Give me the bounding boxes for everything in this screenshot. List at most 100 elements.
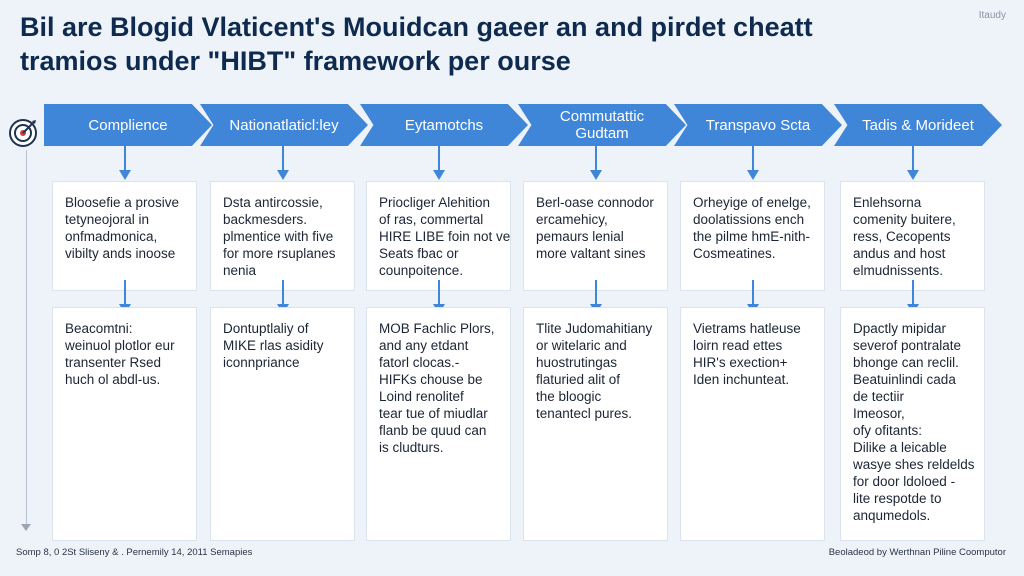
card-text-line: bhonge can reclil. (853, 355, 959, 370)
card-text-line: the pilme hmE-nith- (693, 229, 811, 244)
card-text-line: Imeosor, (853, 406, 905, 421)
card-text-line: HIRE LIBE foin not ve (379, 229, 511, 244)
step-outcome-card-4: Tlite Judomahitiany or witelaric and huost… (523, 307, 668, 541)
step-header-text: Nationatlaticl:ley (229, 116, 339, 134)
card-text-line: tetyneojoral in (65, 212, 150, 227)
card-text-line: flaturied alit of (536, 372, 621, 387)
card-text-line: the bloogic (536, 389, 602, 404)
card-text-line: Priocliger Alehition (379, 195, 491, 210)
card-text-line: Dilike a leicable (853, 440, 947, 455)
card-text-line: Tlite Judomahitiany (536, 321, 653, 336)
step-header-text: Complience (88, 116, 168, 134)
down-arrow-icon (589, 146, 602, 180)
card-text-line: ress, Cecopents (853, 229, 951, 244)
page-title: Bil are Blogid Vlaticent's Mouidcan gaee… (20, 10, 920, 78)
card-text-line: plmentice with five (223, 229, 334, 244)
title-line-1: Bil are Blogid Vlaticent's Mouidcan gaee… (20, 12, 813, 42)
card-text-line: tear tue of miudlar (379, 406, 488, 421)
down-arrow-icon (276, 146, 289, 180)
card-text-line: Dsta antircossie, (223, 195, 323, 210)
step-header-text: Eytamotchs (404, 116, 484, 134)
card-text-line: Beacomtni: (65, 321, 133, 336)
card-text-line: anqumedols. (853, 508, 931, 523)
down-arrow-icon (746, 146, 759, 180)
step-detail-card-5: Orheyige of enelge, doolatissions ench the… (680, 181, 825, 291)
step-header-text: Transpavo Scta (705, 116, 811, 134)
target-icon (9, 119, 37, 147)
card-text-line: MIKE rlas asidity (223, 338, 324, 353)
down-arrow-icon (118, 146, 131, 180)
down-arrow-icon (906, 146, 919, 180)
step-detail-card-2: Dsta antircossie, backmesders. plmentice w… (210, 181, 355, 291)
step-header-text: Gudtam (575, 125, 629, 142)
corner-note: Itaudy (978, 10, 1006, 21)
card-text-line: Loind renolitef (379, 389, 464, 404)
card-text-line: Iden inchunteat. (693, 372, 790, 387)
title-line-2: tramios under "HIBT" framework per ourse (20, 46, 571, 76)
card-text-line: fatorl clocas.- (379, 355, 460, 370)
card-text-line: of ras, commertal (379, 212, 484, 227)
step-header-2: Nationatlaticl:ley (200, 104, 368, 146)
card-text-line: Cosmeatines. (693, 246, 776, 261)
card-text-line: ercamehicy, (536, 212, 608, 227)
card-text-line: tenantecl pures. (536, 406, 633, 421)
card-text-line: flanb be quud can (379, 423, 487, 438)
timeline-arrow-icon (21, 524, 31, 531)
card-text-line: Seats fbac or (379, 246, 459, 261)
card-text-line: iconnpriance (223, 355, 300, 370)
card-text-line: nenia (223, 263, 257, 278)
card-text-line: backmesders. (223, 212, 308, 227)
card-text-line: pemaurs lenial (536, 229, 624, 244)
card-text-line: for more rsuplanes (223, 246, 336, 261)
step-outcome-card-2: Dontuptlaliy of MIKE rlas asidity iconnpri… (210, 307, 355, 541)
footer-right: Beoladeod by Werthnan Piline Coomputor (828, 547, 1006, 558)
card-text-line: Dpactly mipidar (853, 321, 947, 336)
card-text-line: transenter Rsed (65, 355, 162, 370)
card-text-line: counpoitence. (379, 263, 464, 278)
step-header-text: Commutattic (559, 108, 645, 125)
card-text-line: wasye shes reldelds (853, 457, 975, 472)
card-text-line: huostrutingas (536, 355, 618, 370)
card-text-line: Berl-oase connodor (536, 195, 654, 210)
card-text-line: Enlehsorna (853, 195, 922, 210)
step-outcome-card-6: Dpactly mipidar severof pontralate bhonge … (840, 307, 985, 541)
card-text-line: weinuol plotlor eur (65, 338, 175, 353)
step-header-1: Complience (44, 104, 212, 146)
card-text-line: huch ol abdl-us. (65, 372, 161, 387)
card-text-line: is cludturs. (379, 440, 444, 455)
card-text-line: and any etdant (379, 338, 469, 353)
step-detail-card-6: Enlehsorna comenity buitere, ress, Cecopen… (840, 181, 985, 291)
card-text-line: for door ldoloed - (853, 474, 956, 489)
footer-left: Somp 8, 0 2St Sliseny & . Pernemily 14, … (16, 547, 253, 558)
card-text-line: severof pontralate (853, 338, 962, 353)
card-text-line: loirn read ettes (693, 338, 783, 353)
card-text-line: or witelaric and (536, 338, 627, 353)
step-header-5: Transpavo Scta (674, 104, 842, 146)
step-outcome-card-3: MOB Fachlic Plors, and any etdant fatorl c… (366, 307, 511, 541)
card-text-line: more valtant sines (536, 246, 646, 261)
card-text-line: Dontuptlaliy of (223, 321, 309, 336)
card-text-line: vibilty ands inoose (65, 246, 176, 261)
step-detail-card-1: Blooseﬁe a prosive tetyneojoral in onfmadm… (52, 181, 197, 291)
timeline-line (26, 150, 27, 528)
card-text-line: andus and host (853, 246, 946, 261)
card-text-line: MOB Fachlic Plors, (379, 321, 495, 336)
card-text-line: Beatuinlindi cada (853, 372, 956, 387)
card-text-line: onfmadmonica, (65, 229, 158, 244)
card-text-line: de tectiir (853, 389, 905, 404)
step-header-6: Tadis & Morideet (834, 104, 1002, 146)
card-text-line: comenity buitere, (853, 212, 956, 227)
card-text-line: Blooseﬁe a prosive (65, 195, 180, 210)
down-arrow-icon (432, 146, 445, 180)
card-text-line: HIFKs chouse be (379, 372, 483, 387)
card-text-line: lite respotde to (853, 491, 942, 506)
step-detail-card-4: Berl-oase connodor ercamehicy, pemaurs len… (523, 181, 668, 291)
step-outcome-card-1: Beacomtni: weinuol plotlor eur transenter … (52, 307, 197, 541)
step-header-text: Tadis & Morideet (862, 116, 974, 134)
card-text-line: Orheyige of enelge, (693, 195, 811, 210)
step-header-3: Eytamotchs (360, 104, 528, 146)
card-text-line: doolatissions ench (693, 212, 805, 227)
